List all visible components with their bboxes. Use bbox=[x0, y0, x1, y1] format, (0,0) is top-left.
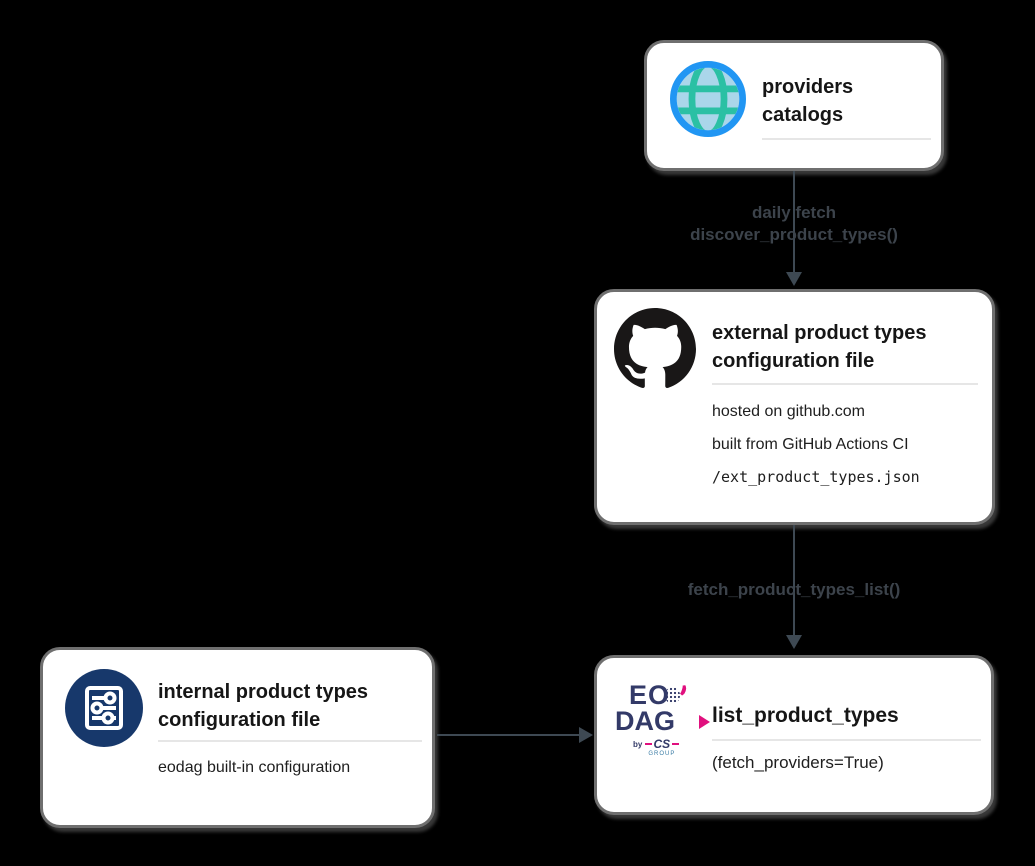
node-body: (fetch_providers=True) bbox=[712, 752, 884, 787]
github-icon bbox=[614, 308, 696, 390]
title-separator bbox=[158, 740, 422, 742]
settings-sliders-icon bbox=[65, 669, 143, 747]
body-line: hosted on github.com bbox=[712, 403, 865, 420]
node-title-line: configuration file bbox=[158, 709, 321, 731]
eodag-logo-text: DAG bbox=[615, 706, 675, 736]
node-providers-catalogs: providers catalogs bbox=[644, 40, 944, 171]
node-title-line: configuration file bbox=[712, 350, 875, 372]
body-line-filename: /ext_product_types.json bbox=[712, 468, 920, 486]
arrowhead-down-icon bbox=[786, 272, 802, 286]
node-internal-product-types-config: internal product types configuration fil… bbox=[40, 647, 435, 828]
node-body: eodag built-in configuration bbox=[158, 758, 350, 791]
arrowhead-down-icon bbox=[786, 635, 802, 649]
node-body: hosted on github.com built from GitHub A… bbox=[712, 402, 920, 501]
eodag-byline: by CS GROUP bbox=[615, 738, 725, 757]
eodag-logo-top: EO bbox=[615, 682, 725, 709]
title-separator bbox=[762, 138, 931, 140]
node-external-product-types-config: external product types configuration fil… bbox=[594, 289, 995, 525]
body-line: built from GitHub Actions CI bbox=[712, 436, 909, 453]
eodag-triangle-icon bbox=[699, 715, 710, 729]
node-title: external product types configuration fil… bbox=[712, 319, 927, 375]
node-list-product-types: EO DAG by CS GROUP list_product_types (f… bbox=[594, 655, 994, 815]
title-separator bbox=[712, 739, 981, 741]
cs-logo: CS bbox=[644, 737, 679, 751]
edge-fetch-list-label: fetch_product_types_list() bbox=[594, 579, 994, 601]
body-line: eodag built-in configuration bbox=[158, 759, 351, 776]
globe-icon bbox=[670, 61, 746, 137]
node-title: internal product types configuration fil… bbox=[158, 678, 368, 734]
node-title-line: providers bbox=[762, 76, 854, 98]
arrowhead-right-icon bbox=[579, 727, 593, 743]
eodag-globe-dots bbox=[665, 687, 680, 704]
eodag-logo: EO DAG by CS GROUP bbox=[615, 682, 725, 757]
body-line: (fetch_providers=True) bbox=[712, 753, 884, 772]
cs-group-label: GROUP bbox=[648, 751, 676, 757]
edge-daily-fetch-line bbox=[793, 171, 795, 272]
eodag-by: by bbox=[633, 740, 643, 749]
edge-label-line: discover_product_types() bbox=[690, 225, 898, 244]
node-title: providers catalogs bbox=[762, 73, 853, 129]
eodag-logo-text: EO bbox=[629, 680, 671, 710]
cs-group-mark: CS GROUP bbox=[644, 737, 679, 757]
node-title-line: catalogs bbox=[762, 104, 844, 126]
title-separator bbox=[712, 383, 978, 385]
edge-internal-to-list-line bbox=[437, 734, 580, 736]
node-title-line: external product types bbox=[712, 322, 927, 344]
edge-fetch-list-line bbox=[793, 525, 795, 635]
edge-label-line: daily fetch bbox=[751, 203, 837, 222]
node-title: list_product_types bbox=[712, 704, 899, 727]
eodag-logo-bottom: DAG bbox=[615, 708, 725, 735]
edge-daily-fetch-label: daily fetch discover_product_types() bbox=[594, 202, 994, 246]
edge-label-line: fetch_product_types_list() bbox=[687, 580, 901, 599]
node-title-line: internal product types bbox=[158, 681, 369, 703]
